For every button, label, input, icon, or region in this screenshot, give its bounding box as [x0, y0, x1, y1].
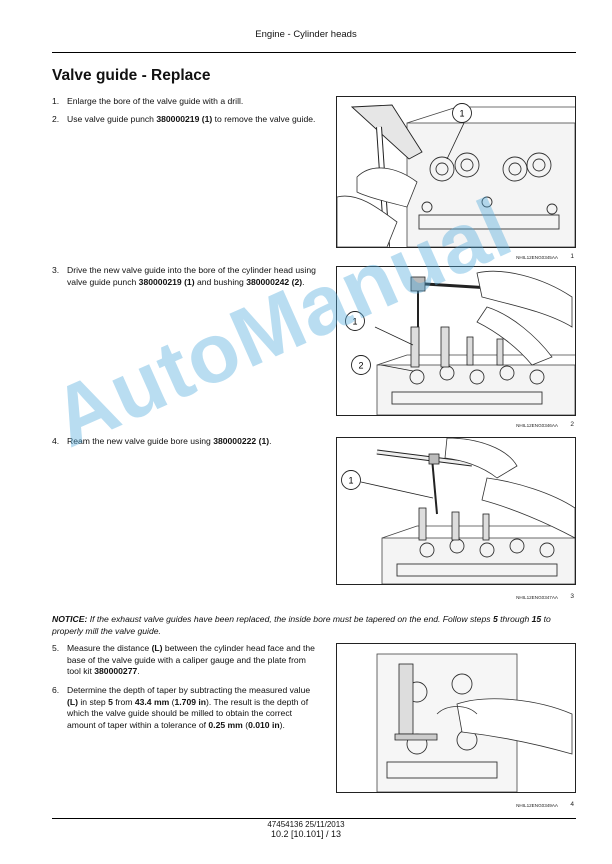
svg-text:2: 2: [358, 361, 363, 371]
bold-run: 5: [492, 614, 498, 624]
step-text: Ream the new valve guide bore using 3800…: [67, 436, 316, 448]
figure-number: 4: [570, 801, 574, 808]
step-3: 3. Drive the new valve guide into the bo…: [52, 265, 316, 288]
figure-image: [336, 96, 576, 248]
callout-2: 2: [351, 355, 371, 375]
text-run: in step: [77, 696, 109, 707]
figure-code: NHIL12ENG0346AA: [516, 423, 558, 428]
text-run: .: [137, 666, 140, 677]
figure-number: 2: [570, 421, 574, 428]
notice-text: NOTICE: If the exhaust valve guides have…: [52, 614, 578, 637]
step-2: 2. Use valve guide punch 380000219 (1) t…: [52, 114, 316, 126]
text-run: Determine the depth of taper by subtract…: [67, 685, 311, 695]
header-rule: [52, 52, 576, 53]
bold-run: 380000219 (1): [138, 276, 195, 287]
bold-run: 380000219 (1): [156, 114, 213, 124]
figure-code: NHIL12ENG0347AA: [516, 595, 558, 600]
callout-1: 1: [341, 470, 361, 490]
text-run: Enlarge the bore of the valve guide with…: [67, 96, 244, 106]
figure-3: 1 NHIL12ENG0347AA 3: [336, 437, 576, 603]
step-number: 1.: [52, 96, 60, 106]
section-title: Valve guide - Replace: [52, 67, 211, 84]
text-run: through: [497, 614, 532, 624]
step-5: 5. Measure the distance (L) between the …: [52, 643, 316, 678]
bold-run: 1.709 in: [174, 696, 207, 707]
step-4: 4. Ream the new valve guide bore using 3…: [52, 436, 316, 448]
callout-1: 1: [345, 311, 365, 331]
bold-run: 380000277: [94, 666, 138, 677]
text-run: ). The result is the depth of which the …: [67, 696, 309, 730]
text-run: and bushing: [194, 276, 247, 287]
bold-run: 43.4 mm: [134, 696, 170, 707]
footer-doc-id: 47454136 25/11/2013: [267, 820, 345, 829]
bold-run: 0.010 in: [248, 719, 280, 730]
step-number: 2.: [52, 114, 60, 124]
figure-image: [336, 643, 576, 793]
text-run: (: [169, 696, 175, 707]
step-number: 5.: [52, 643, 60, 653]
bold-run: (L): [151, 643, 163, 653]
text-run: Drive the new valve guide into the bore …: [67, 265, 316, 287]
text-run: to properly mill the valve guide.: [52, 614, 551, 636]
step-1: 1. Enlarge the bore of the valve guide w…: [52, 96, 316, 108]
step-number: 3.: [52, 265, 60, 275]
figure-number: 1: [570, 253, 574, 260]
step-number: 4.: [52, 436, 60, 446]
svg-text:1: 1: [459, 109, 464, 119]
text-run: Ream the new valve guide bore using: [67, 436, 214, 446]
text-run: Measure the distance: [67, 643, 152, 653]
bold-run: 0.25 mm: [208, 719, 243, 730]
step-text: Use valve guide punch 380000219 (1) to r…: [67, 114, 316, 126]
figure-image: [336, 266, 576, 416]
callout-1: 1: [452, 103, 472, 123]
figure-code: NHIL12ENG0349AA: [516, 803, 558, 808]
figure-4: NHIL12ENG0349AA 4: [336, 643, 576, 811]
text-run: between the cylinder head face and the b…: [67, 643, 315, 677]
figure-number: 3: [570, 593, 574, 600]
figure-code: NHIL12ENG0345AA: [516, 255, 558, 260]
footer-rule: [52, 818, 576, 819]
step-6: 6. Determine the depth of taper by subtr…: [52, 685, 316, 731]
figure-2: 1 2 NHIL12ENG0346AA 2: [336, 266, 576, 436]
svg-text:1: 1: [352, 317, 357, 327]
step-number: 6.: [52, 685, 60, 695]
text-run: from: [112, 696, 135, 707]
step-text: Measure the distance (L) between the cyl…: [67, 643, 316, 678]
step-text: Drive the new valve guide into the bore …: [67, 265, 316, 288]
text-run: .: [269, 436, 272, 446]
bold-run: 5: [108, 696, 113, 707]
text-run: If the exhaust valve guides have been re…: [87, 614, 493, 624]
bold-run: 15: [531, 614, 542, 624]
figure-image: [336, 437, 576, 585]
bold-run: 380000242 (2): [246, 276, 303, 287]
footer-page-number: 10.2 [10.101] / 13: [270, 829, 342, 839]
text-run: (: [242, 719, 249, 730]
text-run: .: [302, 276, 305, 287]
bold-run: (L): [67, 696, 78, 707]
running-header: Engine - Cylinder heads: [255, 29, 357, 40]
svg-text:1: 1: [348, 476, 353, 486]
text-run: Use valve guide punch: [67, 114, 157, 124]
step-text: Enlarge the bore of the valve guide with…: [67, 96, 316, 108]
step-text: Determine the depth of taper by subtract…: [67, 685, 316, 731]
bold-run: 380000222 (1): [213, 436, 270, 446]
text-run: to remove the valve guide.: [212, 114, 316, 124]
figure-1: 1 NHIL12ENG0345AA 1: [336, 96, 576, 266]
text-run: ).: [279, 719, 285, 730]
bold-run: NOTICE:: [52, 614, 88, 624]
